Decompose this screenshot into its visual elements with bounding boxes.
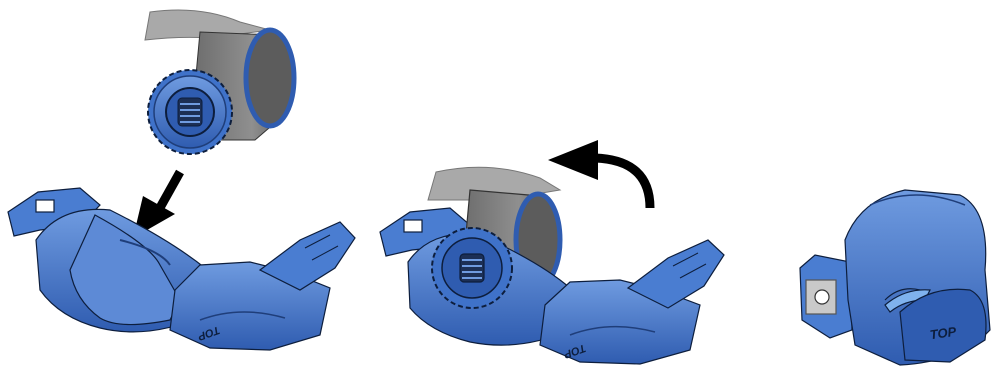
curved-counterclockwise-arrow-icon [548,140,650,208]
step-2-rotate-roll: TOP [380,140,724,364]
step-3-closed-cartridge: TOP [800,190,990,365]
ribbon-roll [145,10,294,154]
open-cartridge-1: TOP [8,188,355,350]
step-1-insert-roll: TOP [8,10,355,350]
open-cartridge-2: TOP [380,190,724,364]
